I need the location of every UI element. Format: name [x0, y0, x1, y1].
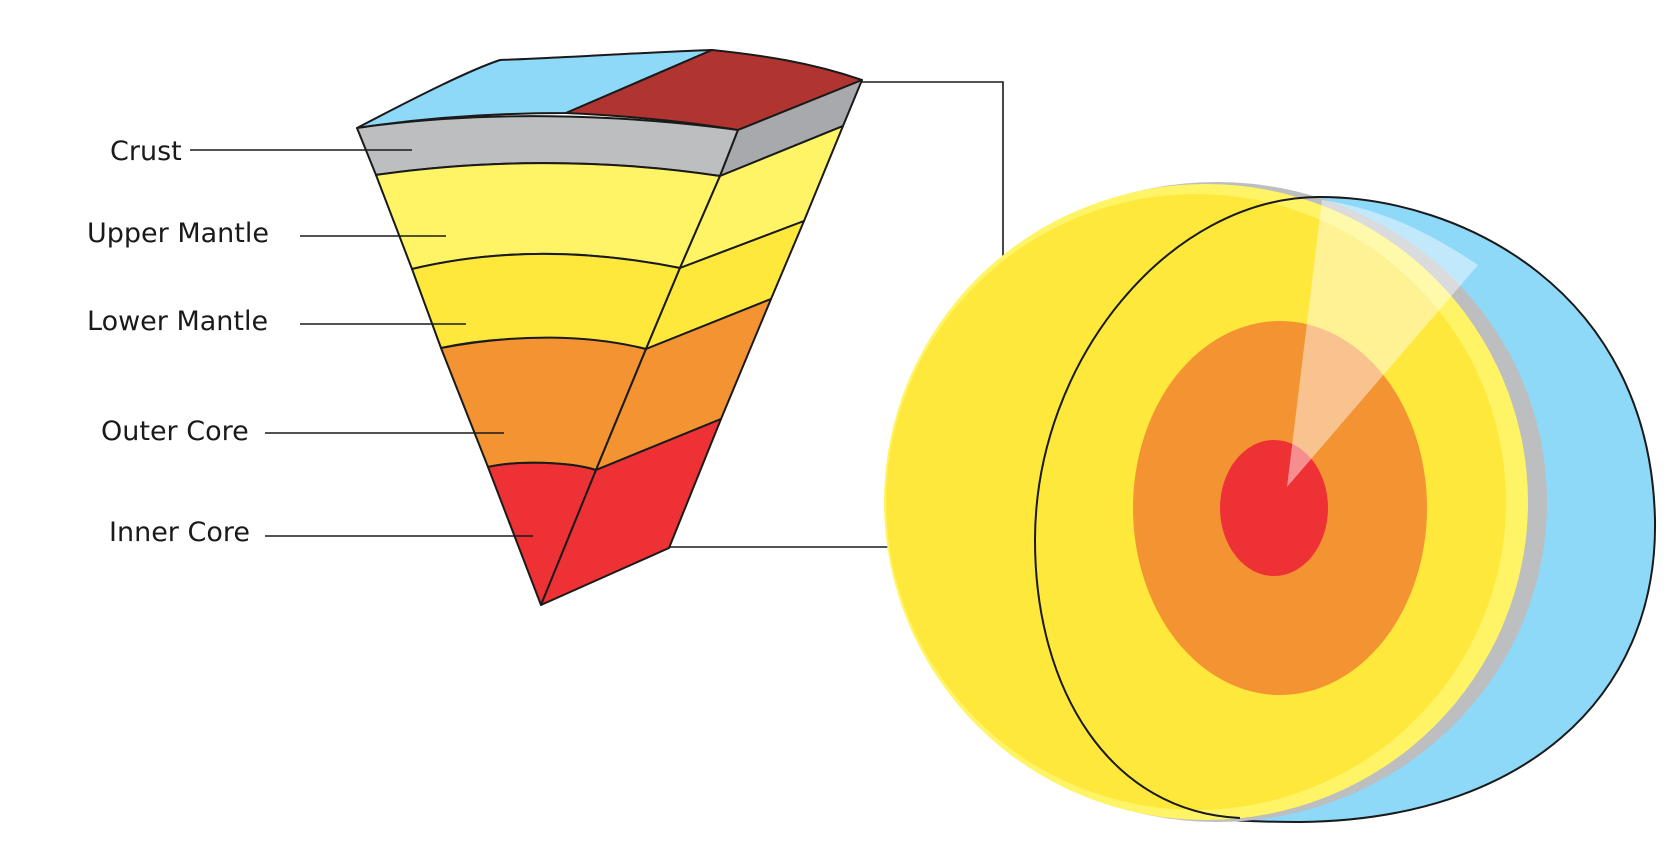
globe-cutaway-wedge: [1287, 200, 1478, 487]
outer-core-label: Outer Core: [101, 416, 249, 447]
lower-mantle-front-face: [411, 252, 681, 350]
inner-core-side-face: [540, 418, 722, 606]
earth-globe: [884, 182, 1657, 823]
globe-inner-core: [1220, 440, 1328, 576]
crust-label: Crust: [110, 136, 182, 167]
inner-core-label: Inner Core: [109, 517, 250, 548]
upper-mantle-label: Upper Mantle: [87, 218, 269, 249]
layer-labels: Crust Upper Mantle Lower Mantle Outer Co…: [87, 136, 533, 548]
earth-wedge: [356, 49, 863, 606]
ocean-surface: [356, 49, 713, 129]
lower-mantle-label: Lower Mantle: [87, 306, 268, 337]
globe-front-rim: [1034, 196, 1321, 819]
